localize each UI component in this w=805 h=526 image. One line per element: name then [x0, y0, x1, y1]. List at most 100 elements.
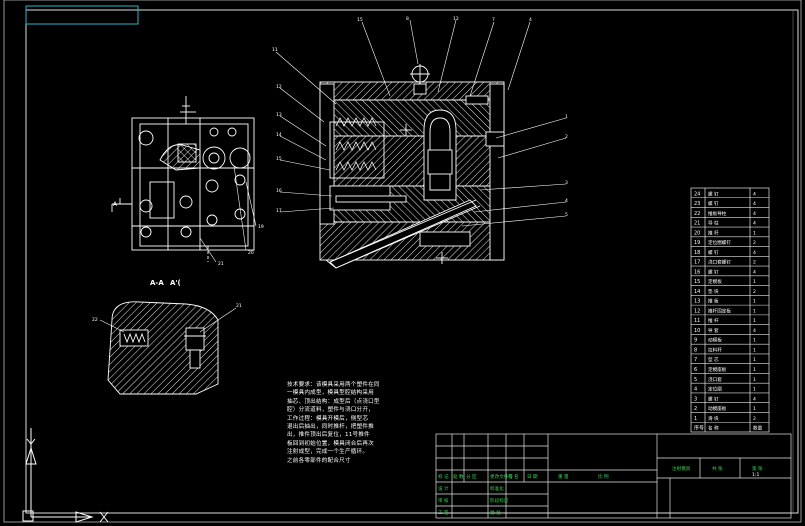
callout-19: 19 — [258, 224, 264, 230]
tb-process: 工 艺 — [438, 510, 449, 516]
parts-row-qty: 1 — [753, 347, 756, 353]
ucs-axis-icon — [22, 428, 109, 523]
note-line-10: 之前各零部件的配合尺寸 — [287, 457, 351, 464]
parts-row-qty: 4 — [753, 396, 756, 402]
callout-20: 20 — [248, 250, 254, 256]
parts-row-name: 滑 块 — [708, 415, 719, 422]
callout-14: 14 — [276, 132, 282, 138]
parts-row-qty: 1 — [753, 230, 756, 236]
callout-11: 11 — [272, 47, 278, 53]
callout-17: 17 — [276, 208, 282, 214]
note-line-5: 工作过程：模具开模后，侧型芯 — [287, 415, 369, 422]
callout-s21b: 21 — [236, 303, 242, 309]
parts-row-qty: 1 — [753, 367, 756, 373]
view-mark-a: A — [113, 201, 118, 208]
parts-row-qty: 4 — [753, 191, 756, 197]
note-line-9: 注射成型，完成一个生产循环。 — [287, 449, 369, 456]
parts-row-qty: 2 — [753, 260, 756, 266]
sheet-border — [3, 0, 802, 523]
parts-row-no: 1 — [694, 416, 697, 422]
tb-docno: 更改文件号 — [490, 473, 513, 480]
parts-row-no: 22 — [694, 211, 700, 217]
parts-row-qty: 1 — [753, 357, 756, 363]
note-line-3: 抽芯、顶出结构：成型后（点浇口型 — [287, 398, 380, 405]
tb-std: 标准化 — [490, 485, 504, 492]
tb-review: 审 核 — [438, 497, 449, 504]
parts-row-qty: 4 — [753, 211, 756, 217]
section-label: A-A — [150, 279, 164, 287]
parts-row-name: 型 芯 — [708, 356, 719, 363]
parts-row-no: 18 — [694, 250, 700, 256]
parts-row-name: 垫 块 — [708, 288, 719, 295]
parts-row-name: 推 板 — [708, 298, 719, 305]
parts-row-name: 浇口套 — [708, 376, 722, 383]
tb-stage: 阶段标记 — [490, 497, 509, 504]
main-view-leaders — [275, 19, 567, 227]
parts-row-no: 16 — [694, 269, 700, 275]
parts-row-no: 17 — [694, 260, 700, 266]
section-a-a — [99, 301, 237, 395]
callout-8: 8 — [406, 16, 409, 22]
callout-s22: 22 — [92, 317, 98, 323]
parts-row-qty: 1 — [753, 299, 756, 305]
parts-row-no: 7 — [694, 357, 697, 363]
parts-row-name: 螺 钉 — [708, 249, 719, 256]
parts-row-name: 浇口套螺钉 — [708, 259, 731, 266]
parts-row-name: 导 套 — [708, 327, 719, 334]
parts-row-no: 9 — [694, 338, 697, 344]
title-block — [435, 433, 792, 519]
parts-row-qty: 4 — [753, 221, 756, 227]
parts-list-table — [690, 187, 770, 433]
title-block-text: 标 记 处 数 分 区 更改文件号 签 名 日 期 设 计 审 核 工 艺 标准… — [438, 465, 763, 516]
parts-row-qty: 2 — [753, 416, 756, 422]
callout-l15: 15 — [276, 156, 282, 162]
parts-row-name: 定位圈 — [708, 386, 722, 393]
parts-row-qty: 2 — [753, 240, 756, 246]
parts-row-no: 11 — [694, 318, 700, 324]
parts-row-no: 10 — [694, 328, 700, 334]
tb-sheet: 第 张 — [752, 465, 763, 472]
parts-row-qty: 1 — [753, 318, 756, 324]
parts-row-name: 推 杆 — [708, 229, 719, 236]
top-view-leaders — [199, 165, 257, 263]
parts-row-qty: 1 — [753, 406, 756, 412]
parts-row-name: 导 柱 — [708, 220, 719, 227]
tb-sheets: 共 张 — [712, 465, 723, 472]
callout-7: 7 — [492, 17, 495, 23]
note-line-4: 腔）分流道料，塑件与浇口分开， — [287, 407, 374, 414]
tb-mark: 标 记 — [438, 473, 449, 480]
parts-row-qty: 1 — [753, 377, 756, 383]
parts-row-name: 动模座板 — [708, 405, 727, 412]
parts-row-no: 24 — [694, 191, 700, 197]
callout-r5: 5 — [565, 212, 568, 218]
tb-design: 设 计 — [438, 485, 449, 492]
callout-numbers: 15 8 12 7 4 11 12 13 14 15 16 17 1 2 3 4… — [92, 16, 568, 323]
parts-header-qty: 数量 — [753, 425, 763, 432]
parts-row-no: 4 — [694, 387, 697, 393]
note-line-7: 出，推件顶出后复位，11号推件 — [287, 432, 370, 439]
callout-13: 13 — [276, 112, 282, 118]
callout-12: 12 — [453, 16, 459, 22]
parts-row-no: 20 — [694, 230, 700, 236]
parts-row-qty: 2 — [753, 289, 756, 295]
note-line-6: 退出后抽出，同时推杆，把塑件推 — [287, 424, 374, 431]
tb-count: 处 数 — [453, 473, 464, 480]
parts-row-name: 推 杆 — [708, 317, 719, 324]
parts-row-name: 推板导柱 — [708, 210, 727, 217]
parts-row-qty: 4 — [753, 328, 756, 334]
parts-row-qty: 1 — [753, 279, 756, 285]
parts-row-no: 12 — [694, 308, 700, 314]
parts-row-name: 推杆固定板 — [708, 307, 731, 314]
parts-row-name: 螺 钉 — [708, 395, 719, 402]
tb-scale: 比 例 — [598, 473, 609, 480]
parts-row-no: 2 — [694, 406, 697, 412]
tb-sign: 签 名 — [508, 473, 519, 480]
tb-date: 日 期 — [527, 474, 538, 480]
parts-row-qty: 1 — [753, 338, 756, 344]
parts-row-name: 定模座板 — [708, 366, 727, 373]
parts-row-no: 5 — [694, 377, 697, 383]
parts-row-name: 定模板 — [708, 278, 722, 285]
tb-title: 注射模具 — [672, 465, 691, 472]
tb-ratio: 1:1 — [752, 472, 759, 478]
